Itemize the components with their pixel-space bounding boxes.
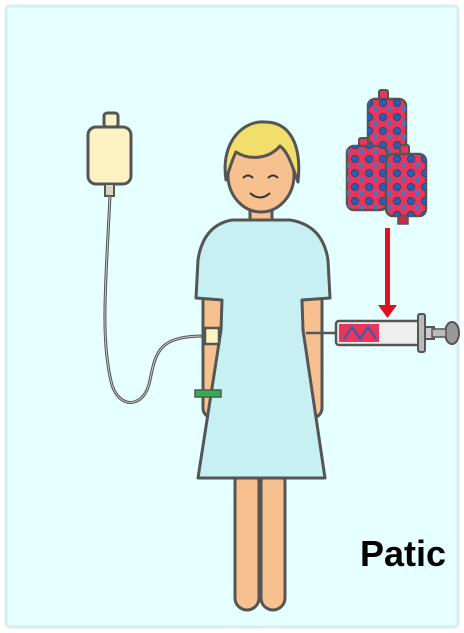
patient-caption: Patic (360, 533, 446, 575)
wristband (195, 390, 221, 397)
patient-right-leg (261, 470, 285, 610)
iv-cannula (205, 328, 219, 344)
patient-left-leg (235, 470, 259, 610)
